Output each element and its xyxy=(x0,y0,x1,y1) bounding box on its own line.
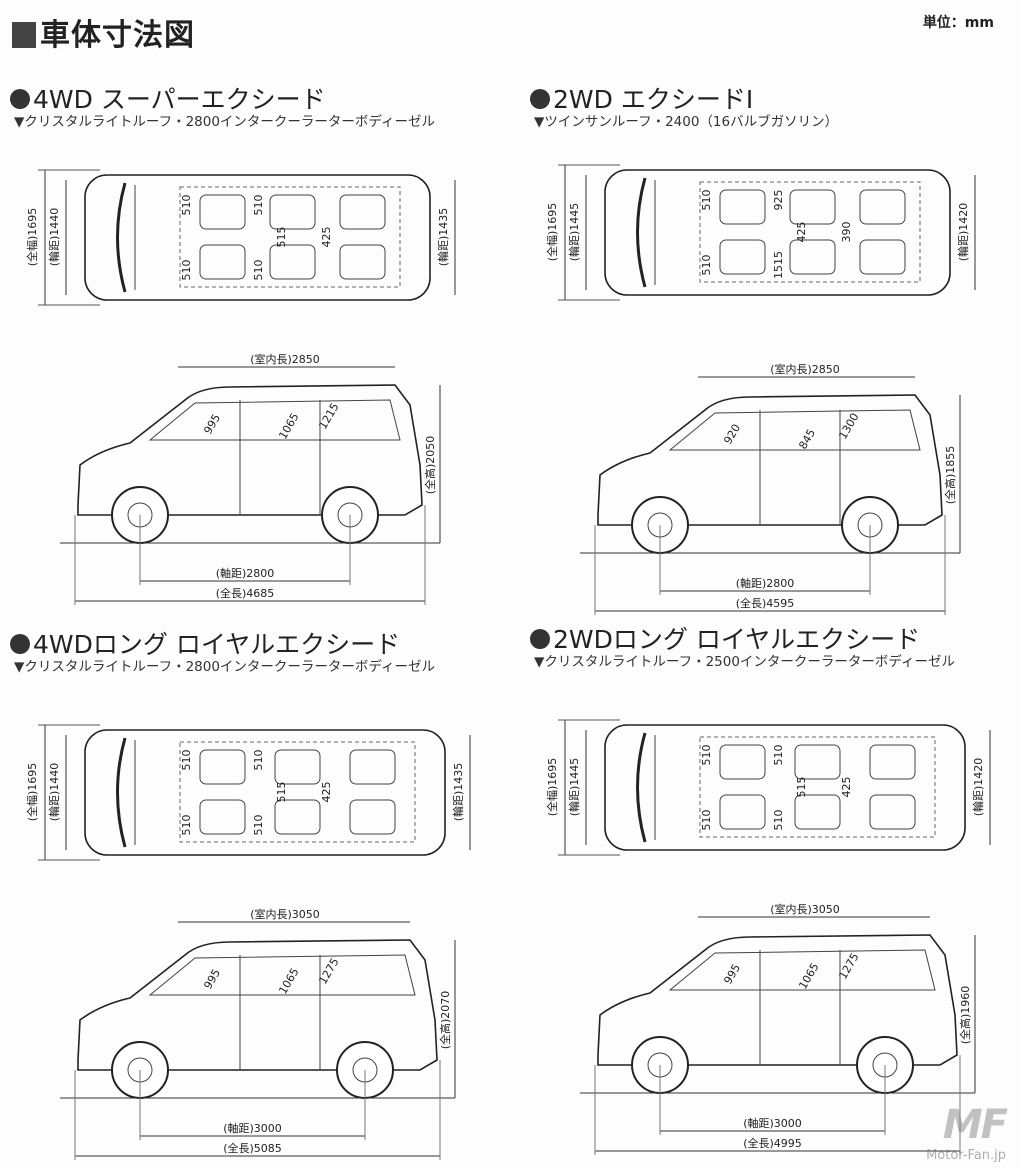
title-text: 車体寸法図 xyxy=(40,18,195,53)
overall-width-label: (全幅)1695 xyxy=(545,758,559,817)
interior-dim-label: 425 xyxy=(840,777,853,798)
wheelbase-label: (軸距)2800 xyxy=(736,576,795,590)
interior-dim-label: 510 xyxy=(252,750,265,771)
interior-dim-label: 515 xyxy=(275,782,288,803)
heading-text: 4WDロング ロイヤルエクシード xyxy=(33,630,401,659)
top-view: (全幅)1695 (輪距)1445 (輪距)1420 510 510 925 1515 425… xyxy=(545,164,976,301)
overall-width-label: (全幅)1695 xyxy=(545,203,559,262)
interior-dim-label: 510 xyxy=(180,260,193,281)
front-tread-label: (輪距)1440 xyxy=(47,208,61,267)
interior-dim-label: 510 xyxy=(772,810,785,831)
interior-dim-label: 1065 xyxy=(796,961,821,992)
overall-height-label: (全高)1855 xyxy=(943,446,957,505)
interior-dim-label: 1515 xyxy=(772,251,785,279)
rear-tread-label: (輪距)1420 xyxy=(956,203,970,262)
panel-subtitle: ▼クリスタルライトルーフ・2800インタークーラーターボディーゼル xyxy=(14,659,435,675)
panel-subtitle: ▼クリスタルライトルーフ・2500インタークーラーターボディーゼル xyxy=(534,654,955,670)
interior-dim-label: 510 xyxy=(252,260,265,281)
page-title: 車体寸法図 xyxy=(12,10,195,54)
car-plan-outline xyxy=(604,169,951,296)
car-side-outline xyxy=(597,394,943,526)
overall-height-label: (全高)1960 xyxy=(958,986,972,1045)
overall-height-label: (全高)2050 xyxy=(423,436,437,495)
panel-subtitle: ▼クリスタルライトルーフ・2800インタークーラーターボディーゼル xyxy=(14,114,435,130)
car-plan-outline xyxy=(604,724,966,851)
front-tread-label: (輪距)1445 xyxy=(567,203,581,262)
square-icon xyxy=(12,22,36,48)
wheelbase-label: (軸距)3000 xyxy=(223,1121,282,1135)
interior-dim-label: 390 xyxy=(840,222,853,243)
top-view: (全幅)1695 (輪距)1440 (輪距)1435 510 510 510 510 515 4… xyxy=(25,169,456,306)
overall-length-label: (全長)4995 xyxy=(743,1136,802,1150)
watermark: MF Motor-Fan.jp xyxy=(926,1102,1008,1163)
watermark-site: Motor-Fan.jp xyxy=(926,1148,1006,1163)
interior-length-label: (室内長)3050 xyxy=(250,907,320,921)
panel-heading: 4WDロング ロイヤルエクシード xyxy=(10,625,400,661)
interior-dim-label: 995 xyxy=(721,962,743,987)
interior-dim-label: 510 xyxy=(180,815,193,836)
panel-heading: 2WDロング ロイヤルエクシード xyxy=(530,620,920,656)
rear-tread-label: (輪距)1435 xyxy=(436,208,450,267)
overall-width-label: (全幅)1695 xyxy=(25,763,39,822)
car-side-outline xyxy=(597,934,958,1066)
overall-height-label: (全高)2070 xyxy=(438,991,452,1050)
rear-tread-label: (輪距)1435 xyxy=(451,763,465,822)
front-tread-label: (輪距)1440 xyxy=(47,763,61,822)
interior-dim-label: 425 xyxy=(320,227,333,248)
heading-text: 2WD エクシードⅠ xyxy=(553,85,754,114)
side-view: (室内長)3050 (全高)1960 (軸距)3000 (全長)4995 995 1065… xyxy=(580,902,976,1155)
unit-label: 単位：mm xyxy=(922,15,994,31)
interior-length-label: (室内長)2850 xyxy=(250,352,320,366)
interior-dim-label: 515 xyxy=(795,777,808,798)
interior-dim-label: 510 xyxy=(180,750,193,771)
overall-length-label: (全長)5085 xyxy=(223,1141,282,1155)
interior-length-label: (室内長)2850 xyxy=(770,362,840,376)
bullet-icon xyxy=(530,629,550,649)
interior-dim-label: 515 xyxy=(275,227,288,248)
top-view: (全幅)1695 (輪距)1445 (輪距)1420 510 510 510 510 515 4… xyxy=(545,719,991,856)
interior-dim-label: 425 xyxy=(320,782,333,803)
interior-dim-label: 510 xyxy=(180,195,193,216)
interior-dim-label: 510 xyxy=(772,745,785,766)
bullet-icon xyxy=(530,89,550,109)
panel-heading: 4WD スーパーエクシード xyxy=(10,80,326,116)
overall-width-label: (全幅)1695 xyxy=(25,208,39,267)
wheelbase-label: (軸距)3000 xyxy=(743,1116,802,1130)
car-plan-outline xyxy=(84,729,446,856)
interior-dim-label: 425 xyxy=(795,222,808,243)
wheelbase-label: (軸距)2800 xyxy=(216,566,275,580)
car-plan-outline xyxy=(84,174,431,301)
interior-dim-label: 510 xyxy=(252,195,265,216)
heading-text: 2WDロング ロイヤルエクシード xyxy=(553,625,921,654)
bullet-icon xyxy=(10,89,30,109)
front-tread-label: (輪距)1445 xyxy=(567,758,581,817)
overall-length-label: (全長)4685 xyxy=(216,586,275,600)
panel-subtitle: ▼ツインサンルーフ・2400（16バルブガソリン） xyxy=(534,114,839,130)
rear-tread-label: (輪距)1420 xyxy=(971,758,985,817)
interior-dim-label: 510 xyxy=(700,745,713,766)
bullet-icon xyxy=(10,634,30,654)
watermark-logo: MF xyxy=(942,1102,1008,1148)
car-side-outline xyxy=(77,939,438,1071)
interior-length-label: (室内長)3050 xyxy=(770,902,840,916)
car-side-outline xyxy=(77,384,423,516)
interior-dim-label: 925 xyxy=(772,190,785,211)
overall-length-label: (全長)4595 xyxy=(736,596,795,610)
interior-dim-label: 510 xyxy=(700,255,713,276)
heading-text: 4WD スーパーエクシード xyxy=(33,85,326,114)
interior-dim-label: 510 xyxy=(252,815,265,836)
panel-heading: 2WD エクシードⅠ xyxy=(530,80,753,116)
top-view: (全幅)1695 (輪距)1440 (輪距)1435 510 510 510 510 515 4… xyxy=(25,724,471,861)
interior-dim-label: 510 xyxy=(700,810,713,831)
interior-dim-label: 510 xyxy=(700,190,713,211)
